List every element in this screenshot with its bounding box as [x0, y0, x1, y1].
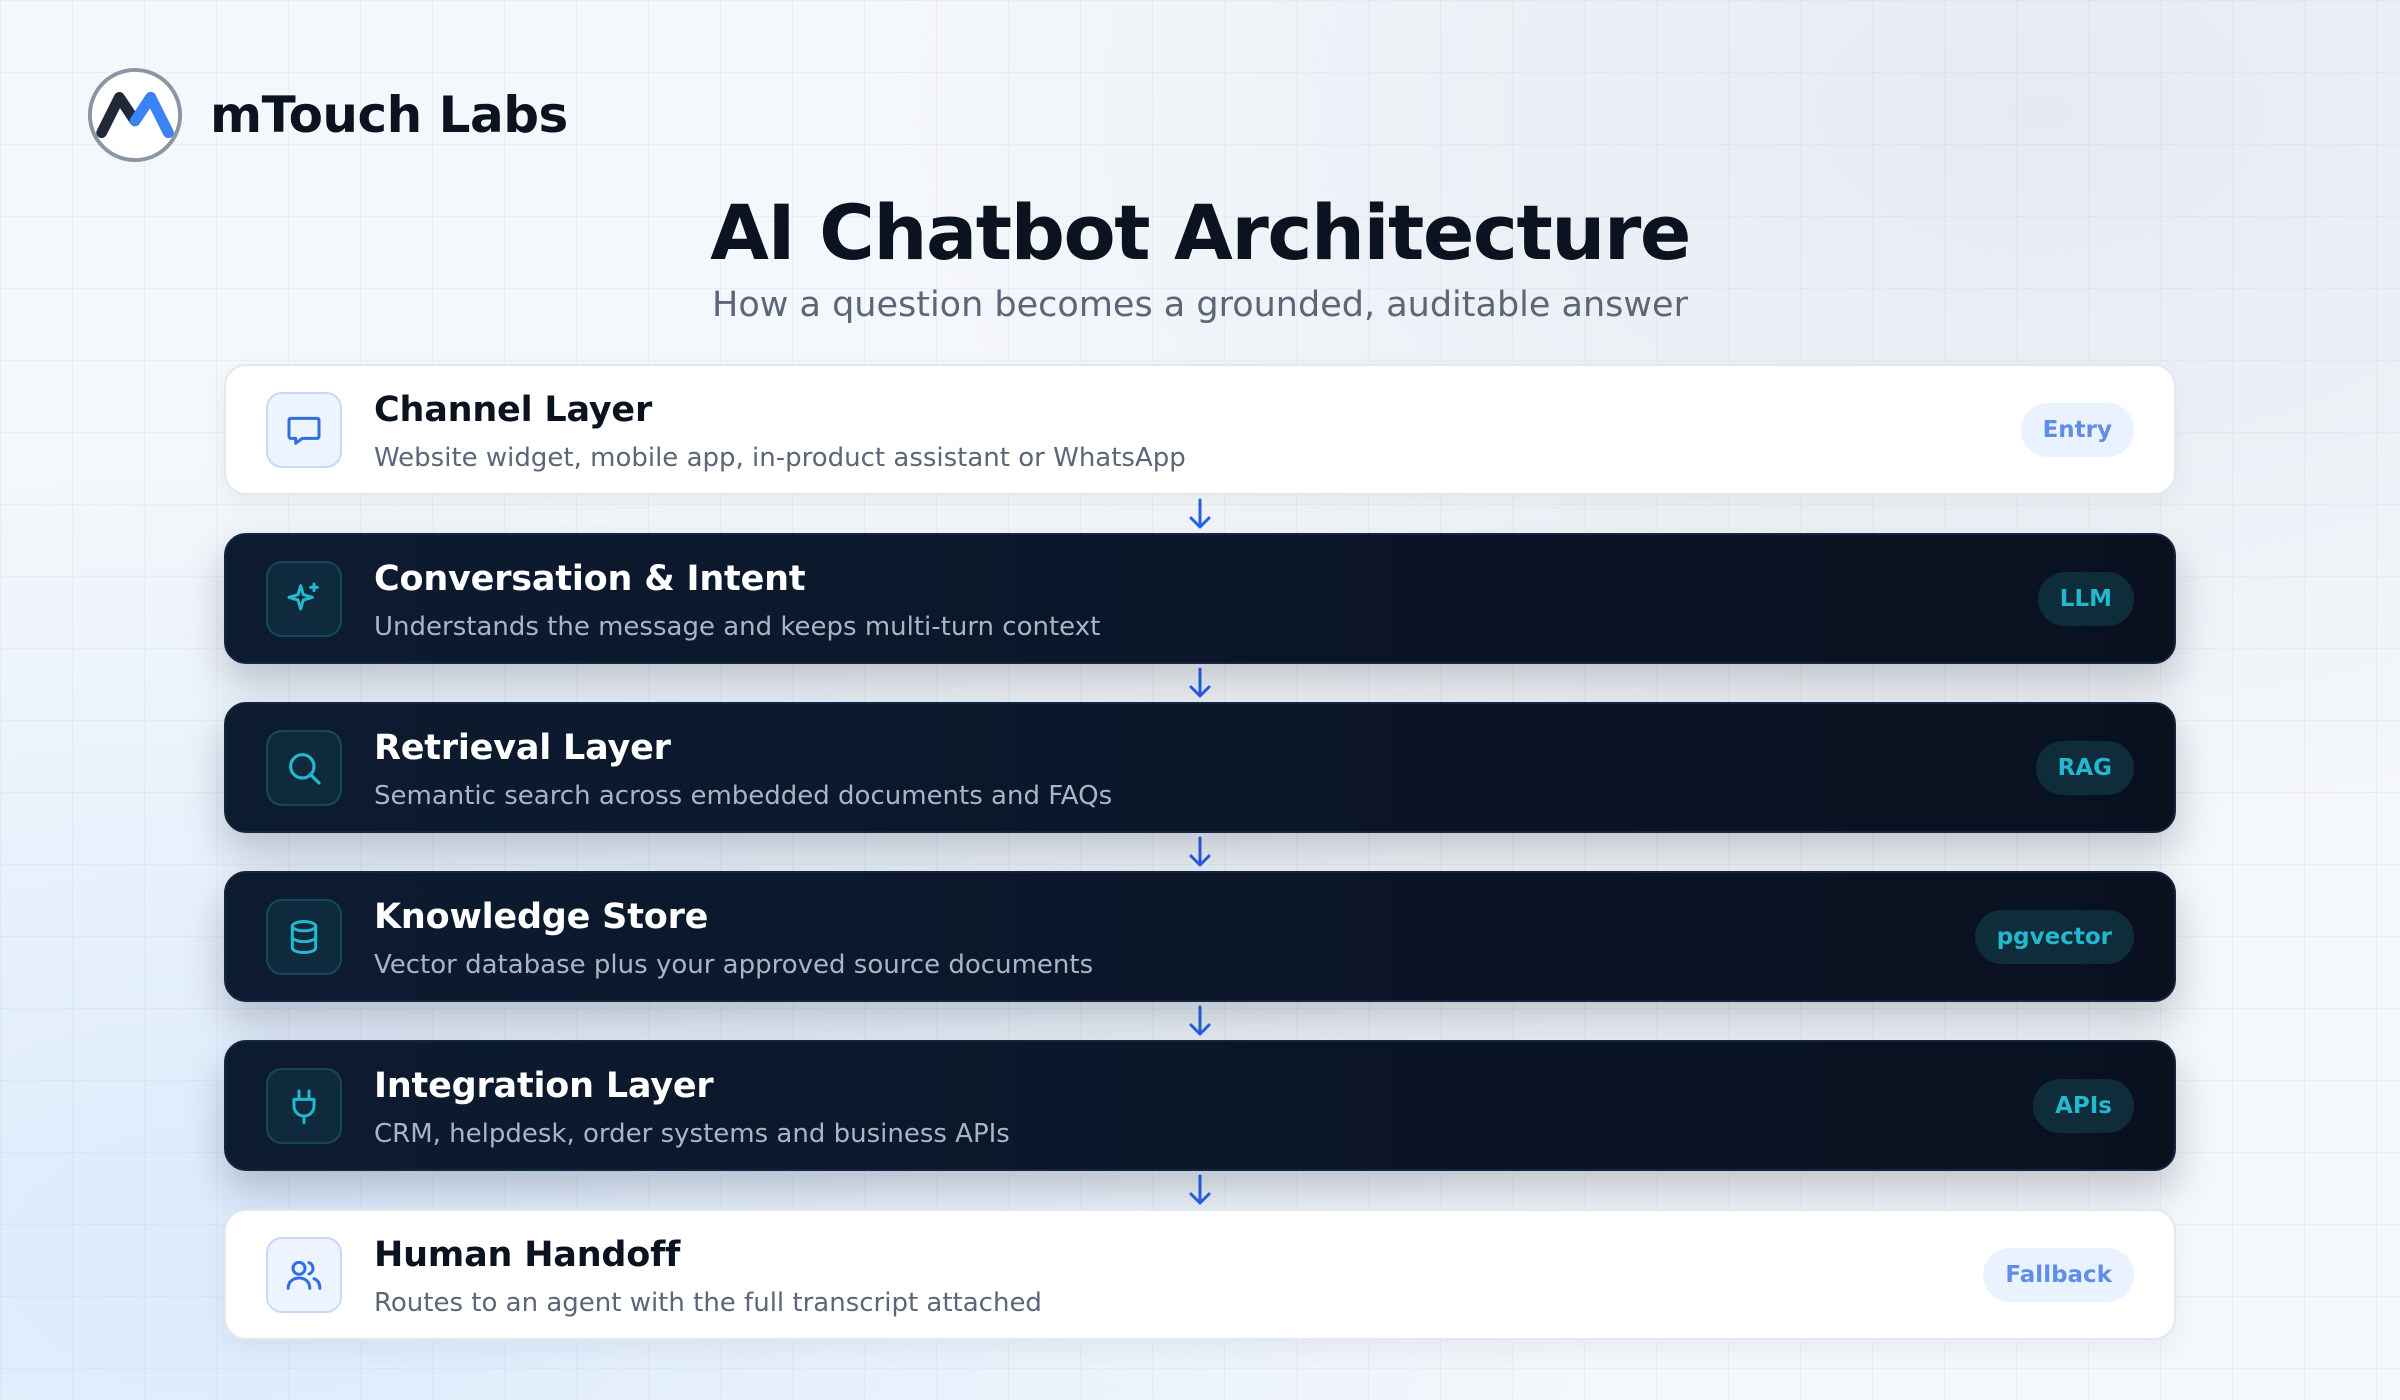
- layer-badge: pgvector: [1974, 910, 2134, 964]
- layer-badge: APIs: [2033, 1079, 2134, 1133]
- layer-title: Conversation & Intent: [374, 559, 806, 599]
- m-logo-icon: [87, 67, 183, 163]
- layer-description: Semantic search across embedded document…: [374, 781, 1113, 811]
- down-arrow-icon: [224, 833, 2176, 871]
- layer-badge: Entry: [2020, 403, 2134, 457]
- layer-description: Vector database plus your approved sourc…: [374, 950, 1094, 980]
- layer-badge: RAG: [2035, 741, 2134, 795]
- down-arrow-icon: [224, 495, 2176, 533]
- users-icon: [266, 1237, 342, 1313]
- layer-retrieval: Retrieval Layer Semantic search across e…: [224, 702, 2176, 833]
- layer-human-handoff: Human Handoff Routes to an agent with th…: [224, 1209, 2176, 1340]
- layer-description: Understands the message and keeps multi-…: [374, 612, 1101, 642]
- page-title: AI Chatbot Architecture: [710, 188, 1691, 277]
- layer-title: Channel Layer: [374, 390, 653, 430]
- layer-title: Integration Layer: [374, 1066, 714, 1106]
- down-arrow-icon: [224, 664, 2176, 702]
- layer-description: Routes to an agent with the full transcr…: [374, 1288, 1042, 1318]
- brand: mTouch Labs: [86, 66, 568, 164]
- layer-description: CRM, helpdesk, order systems and busines…: [374, 1119, 1010, 1149]
- architecture-stack: Channel Layer Website widget, mobile app…: [224, 364, 2176, 1340]
- down-arrow-icon: [224, 1171, 2176, 1209]
- layer-description: Website widget, mobile app, in-product a…: [374, 443, 1186, 473]
- brand-name: mTouch Labs: [210, 86, 568, 144]
- layer-channel: Channel Layer Website widget, mobile app…: [224, 364, 2176, 495]
- plug-icon: [266, 1068, 342, 1144]
- down-arrow-icon: [224, 1002, 2176, 1040]
- page-subtitle: How a question becomes a grounded, audit…: [712, 285, 1688, 325]
- layer-title: Retrieval Layer: [374, 728, 671, 768]
- chat-icon: [266, 392, 342, 468]
- layer-badge: Fallback: [1983, 1248, 2134, 1302]
- layer-title: Human Handoff: [374, 1235, 681, 1275]
- layer-knowledge-store: Knowledge Store Vector database plus you…: [224, 871, 2176, 1002]
- layer-badge: LLM: [2037, 572, 2134, 626]
- layer-conversation: Conversation & Intent Understands the me…: [224, 533, 2176, 664]
- sparkle-icon: [266, 561, 342, 637]
- search-icon: [266, 730, 342, 806]
- database-icon: [266, 899, 342, 975]
- layer-integration: Integration Layer CRM, helpdesk, order s…: [224, 1040, 2176, 1171]
- layer-title: Knowledge Store: [374, 897, 709, 937]
